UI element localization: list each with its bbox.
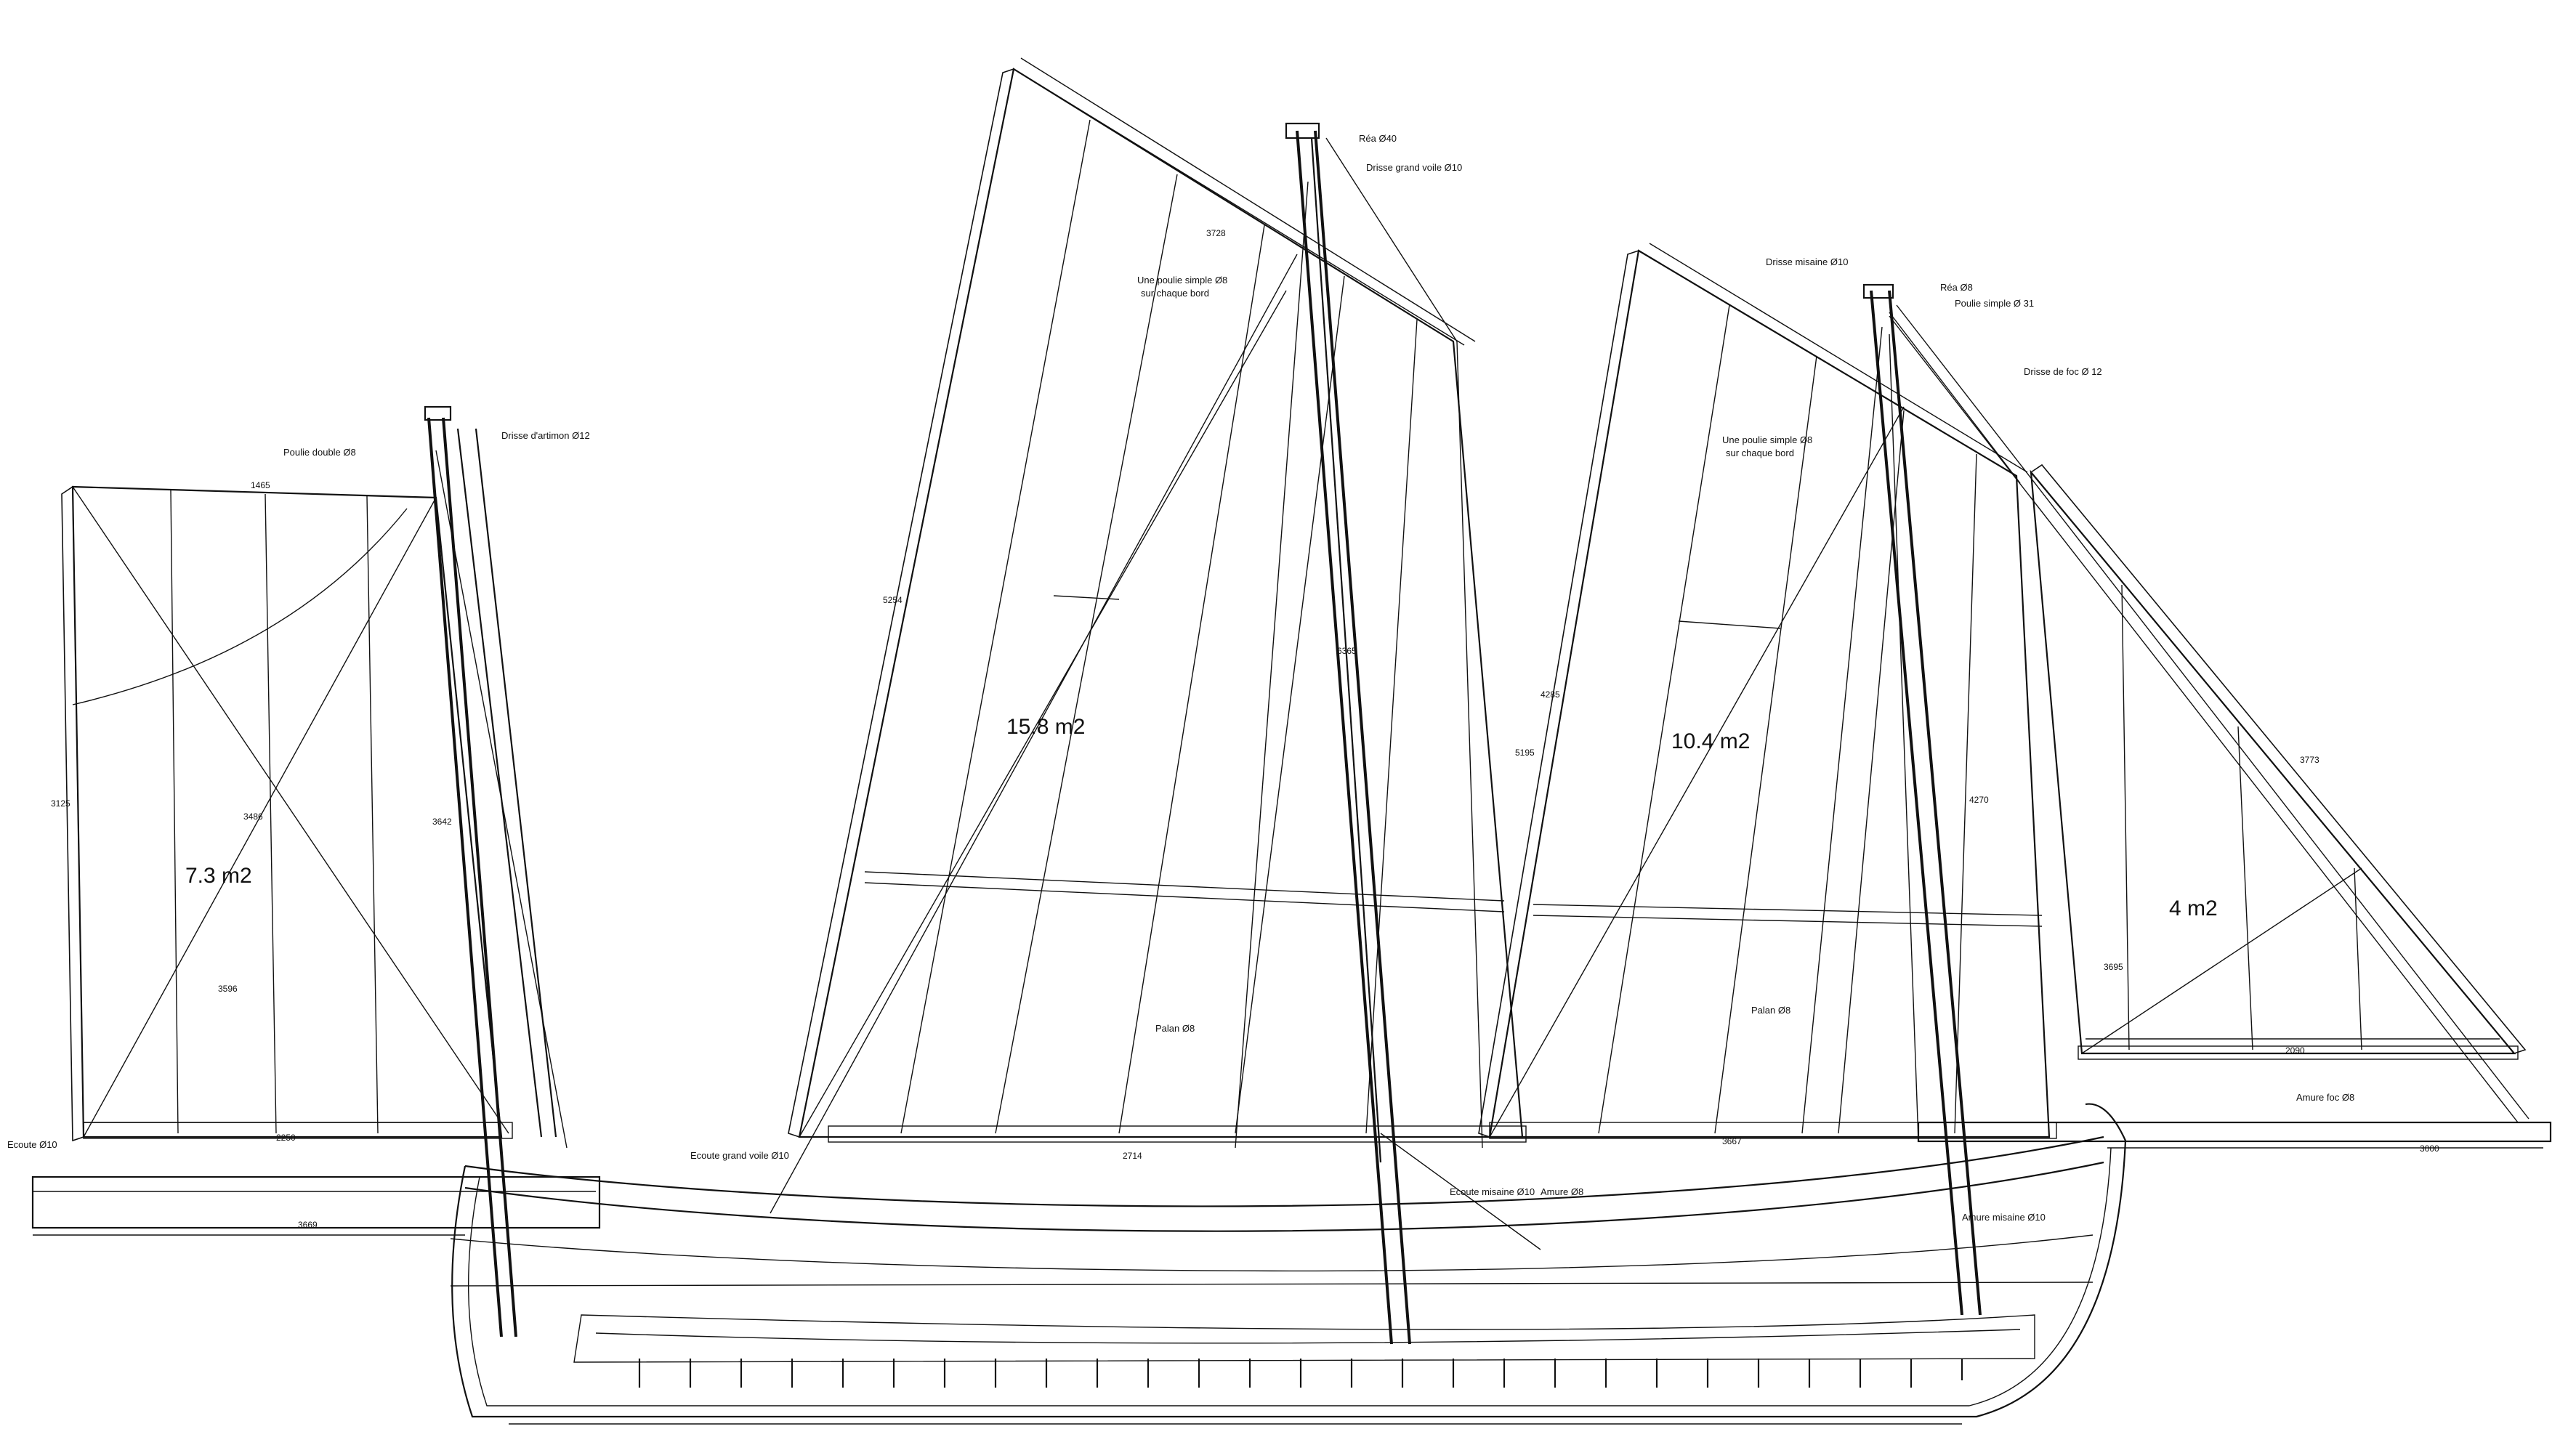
poulie-simple-main-label-1: Une poulie simple Ø8 <box>1137 275 1227 286</box>
hull <box>450 1103 2127 1425</box>
mizzen-sail <box>61 485 513 1142</box>
ecoute-artimon-label: Ecoute Ø10 <box>7 1139 57 1150</box>
ecoute-grand-voile-label: Ecoute grand voile Ø10 <box>690 1150 789 1161</box>
poulie-simple-fore-label: Poulie simple Ø 31 <box>1955 298 2034 309</box>
amure-misaine-top-label: Amure Ø8 <box>1541 1186 1583 1197</box>
mizzen-outrigger <box>31 1175 601 1236</box>
dim-main-mast: 6365 <box>1337 646 1357 656</box>
amure-foc-label: Amure foc Ø8 <box>2296 1092 2354 1103</box>
drisse-foc-label: Drisse de foc Ø 12 <box>2024 366 2102 377</box>
dim-mizzen-mast: 3642 <box>432 817 452 827</box>
drisse-misaine-label: Drisse misaine Ø10 <box>1766 256 1848 267</box>
dim-main-foot: 2714 <box>1123 1151 1142 1161</box>
fore-sail <box>1478 243 2057 1139</box>
dim-mizzen-head: 1465 <box>251 480 270 490</box>
hull-frames <box>638 1359 1963 1388</box>
dim-mizzen-boom: 3669 <box>298 1220 318 1230</box>
dim-mizzen-luff: 3125 <box>51 798 70 809</box>
dim-bowsprit: 3000 <box>2420 1143 2439 1154</box>
mizzen-area-label: 7.3 m2 <box>185 864 252 888</box>
dim-jib-luff: 3773 <box>2300 755 2319 765</box>
fore-mast <box>1801 283 2021 1316</box>
palan-main-label: Palan Ø8 <box>1155 1023 1195 1034</box>
poulie-simple-fore-label-2: sur chaque bord <box>1726 448 1794 458</box>
main-mast <box>770 122 1541 1345</box>
mizzen-mast <box>424 405 568 1337</box>
drisse-artimon-label: Drisse d'artimon Ø12 <box>501 430 590 441</box>
reas-fore-label: Réa Ø8 <box>1940 282 1973 293</box>
bowsprit <box>1917 1121 2552 1149</box>
poulie-double-label: Poulie double Ø8 <box>283 447 356 458</box>
dim-fore-leech: 4270 <box>1969 795 1989 805</box>
dim-main-leech: 5195 <box>1515 748 1535 758</box>
main-area-label: 15.8 m2 <box>1006 715 1085 739</box>
palan-fore-label: Palan Ø8 <box>1751 1005 1790 1016</box>
dim-main-luff: 5254 <box>883 595 903 605</box>
jib-sail <box>1889 304 2529 1123</box>
poulie-simple-fore-label-1: Une poulie simple Ø8 <box>1722 434 1812 445</box>
dim-mizzen-diag: 3596 <box>218 984 238 994</box>
ecoute-misaine-label: Ecoute misaine Ø10 <box>1450 1186 1535 1197</box>
dim-mizzen-foot: 2250 <box>276 1133 296 1143</box>
reas-main-label: Réa Ø40 <box>1359 133 1397 144</box>
dim-fore-luff: 4285 <box>1541 689 1560 700</box>
dim-jib-foot: 2090 <box>2285 1045 2305 1056</box>
dim-fore-foot: 3667 <box>1722 1136 1742 1146</box>
fore-area-label: 10.4 m2 <box>1671 729 1750 753</box>
dim-main-head: 3728 <box>1206 228 1226 238</box>
poulie-simple-main-label-2: sur chaque bord <box>1141 288 1209 299</box>
drisse-grand-voile-label: Drisse grand voile Ø10 <box>1366 162 1462 173</box>
dim-jib-leech: 3695 <box>2104 962 2123 972</box>
jib-area-label: 4 m2 <box>2169 896 2218 920</box>
dim-mizzen-leech: 3486 <box>243 811 263 822</box>
amure-misaine-label: Amure misaine Ø10 <box>1962 1212 2046 1223</box>
